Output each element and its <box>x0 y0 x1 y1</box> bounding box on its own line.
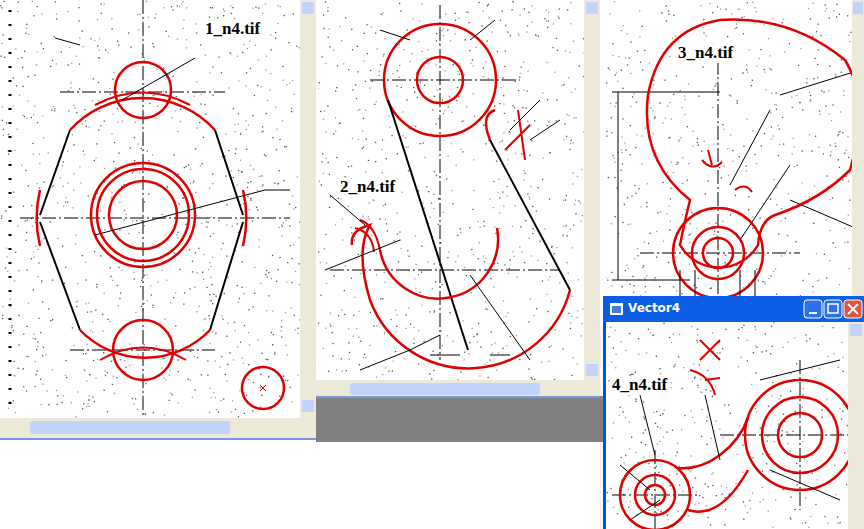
window-title: Vector4 <box>628 302 680 315</box>
file-name: 3_n4.tif <box>676 44 735 63</box>
file-name: 4_n4.tif <box>610 376 669 395</box>
window-3 <box>605 0 864 300</box>
window-1 <box>0 0 316 440</box>
desktop-ground <box>316 396 606 442</box>
window-2 <box>316 0 600 398</box>
window-4 <box>603 296 864 529</box>
file-name: 2_n4.tif <box>338 178 397 197</box>
file-name: 1_n4.tif <box>203 20 262 39</box>
